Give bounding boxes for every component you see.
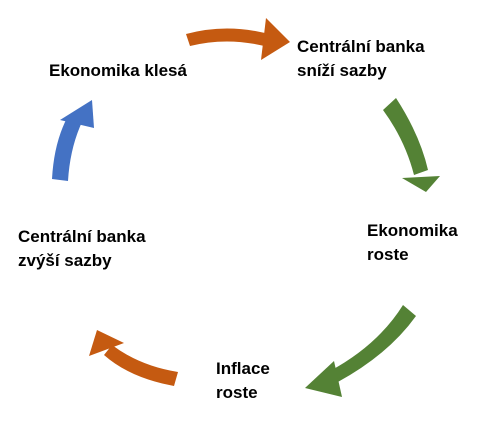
label-rates-down: Centrální banka sníží sazby — [297, 35, 425, 83]
arrow-body — [330, 305, 416, 383]
arrow-head — [305, 361, 342, 397]
label-line: roste — [367, 245, 409, 264]
label-line: sníží sazby — [297, 61, 387, 80]
label-line: Ekonomika — [367, 221, 458, 240]
label-line: roste — [216, 383, 258, 402]
arrow-economy-declines-to-rates-down — [186, 18, 290, 60]
arrow-body — [52, 116, 82, 181]
arrow-body — [186, 28, 276, 48]
label-line: Ekonomika klesá — [49, 61, 187, 80]
label-economy-grows: Ekonomika roste — [367, 219, 458, 267]
arrow-economy-grows-to-inflation-grows — [305, 305, 416, 397]
arrow-head — [89, 330, 124, 356]
label-economy-declines: Ekonomika klesá — [49, 59, 187, 83]
arrow-rates-down-to-economy-grows — [383, 98, 440, 192]
arrow-head — [60, 100, 94, 128]
arrow-head — [402, 176, 440, 192]
label-line: Inflace — [216, 359, 270, 378]
label-line: Centrální banka — [297, 37, 425, 56]
arrow-body — [383, 98, 428, 175]
arrow-rates-up-to-economy-declines — [52, 100, 94, 181]
arrow-inflation-grows-to-rates-up — [89, 330, 178, 386]
label-line: Centrální banka — [18, 227, 146, 246]
arrow-body — [104, 345, 178, 386]
label-rates-up: Centrální banka zvýší sazby — [18, 225, 146, 273]
label-inflation-grows: Inflace roste — [216, 357, 270, 405]
arrow-head — [261, 18, 290, 60]
label-line: zvýší sazby — [18, 251, 112, 270]
